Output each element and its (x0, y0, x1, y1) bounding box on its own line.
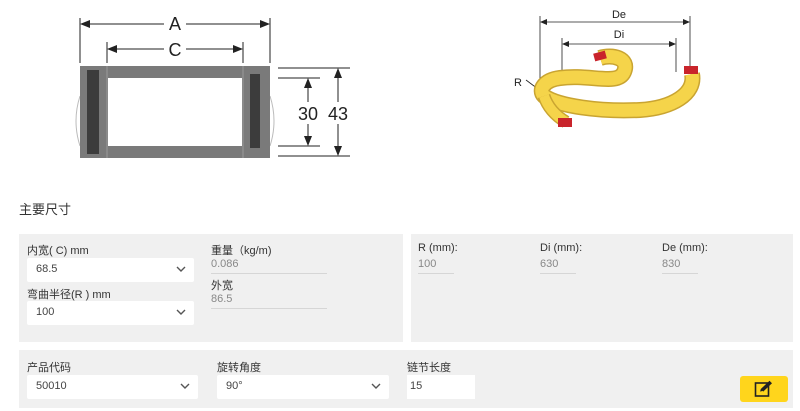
dim-de-label: De (612, 9, 626, 21)
inner-width-value: 68.5 (36, 263, 58, 275)
dim-inner-height-label: 30 (298, 104, 318, 124)
dim-outer-height-label: 43 (328, 104, 348, 124)
dim-c-label: C (169, 40, 182, 60)
dim-a-label: A (169, 14, 181, 34)
link-length-label: 链节长度 (407, 362, 451, 374)
product-code-select[interactable]: 50010 (27, 375, 198, 399)
link-length-input[interactable]: 15 (407, 375, 475, 399)
di-value: 630 (540, 256, 576, 274)
rotation-angle-label: 旋转角度 (217, 362, 261, 374)
de-value: 830 (662, 256, 698, 274)
de-label: De (mm): (662, 242, 708, 254)
di-label: Di (mm): (540, 242, 583, 254)
section-title: 主要尺寸 (19, 202, 72, 217)
product-code-value: 50010 (36, 380, 67, 392)
cross-section-diagram: A C 30 43 (75, 12, 354, 158)
weight-value: 0.086 (211, 256, 327, 274)
rotation-angle-value: 90° (226, 380, 243, 392)
dim-di-label: Di (614, 29, 624, 41)
inner-width-label: 内宽( C) mm (27, 245, 89, 257)
product-code-label: 产品代码 (27, 362, 71, 374)
edit-icon (754, 380, 772, 397)
bend-radius-value: 100 (36, 306, 55, 318)
bend-radius-select[interactable]: 100 (27, 301, 194, 325)
chevron-down-icon (176, 266, 186, 272)
r-label: R (mm): (418, 242, 458, 254)
chevron-down-icon (176, 309, 186, 315)
dim-r-label: R (514, 77, 522, 89)
chain-bend-diagram: De Di R (514, 9, 701, 128)
inner-width-select[interactable]: 68.5 (27, 258, 194, 282)
rotation-angle-select[interactable]: 90° (217, 375, 389, 399)
outer-width-value: 86.5 (211, 291, 327, 309)
outer-width-label: 外宽 (211, 280, 233, 292)
weight-label: 重量（kg/m) (211, 245, 272, 257)
chevron-down-icon (371, 383, 381, 389)
bend-radius-label: 弯曲半径(R ) mm (27, 289, 111, 301)
r-value: 100 (418, 256, 454, 274)
edit-button[interactable] (740, 376, 788, 402)
chevron-down-icon (180, 383, 190, 389)
computed-dimensions-panel (411, 234, 793, 342)
